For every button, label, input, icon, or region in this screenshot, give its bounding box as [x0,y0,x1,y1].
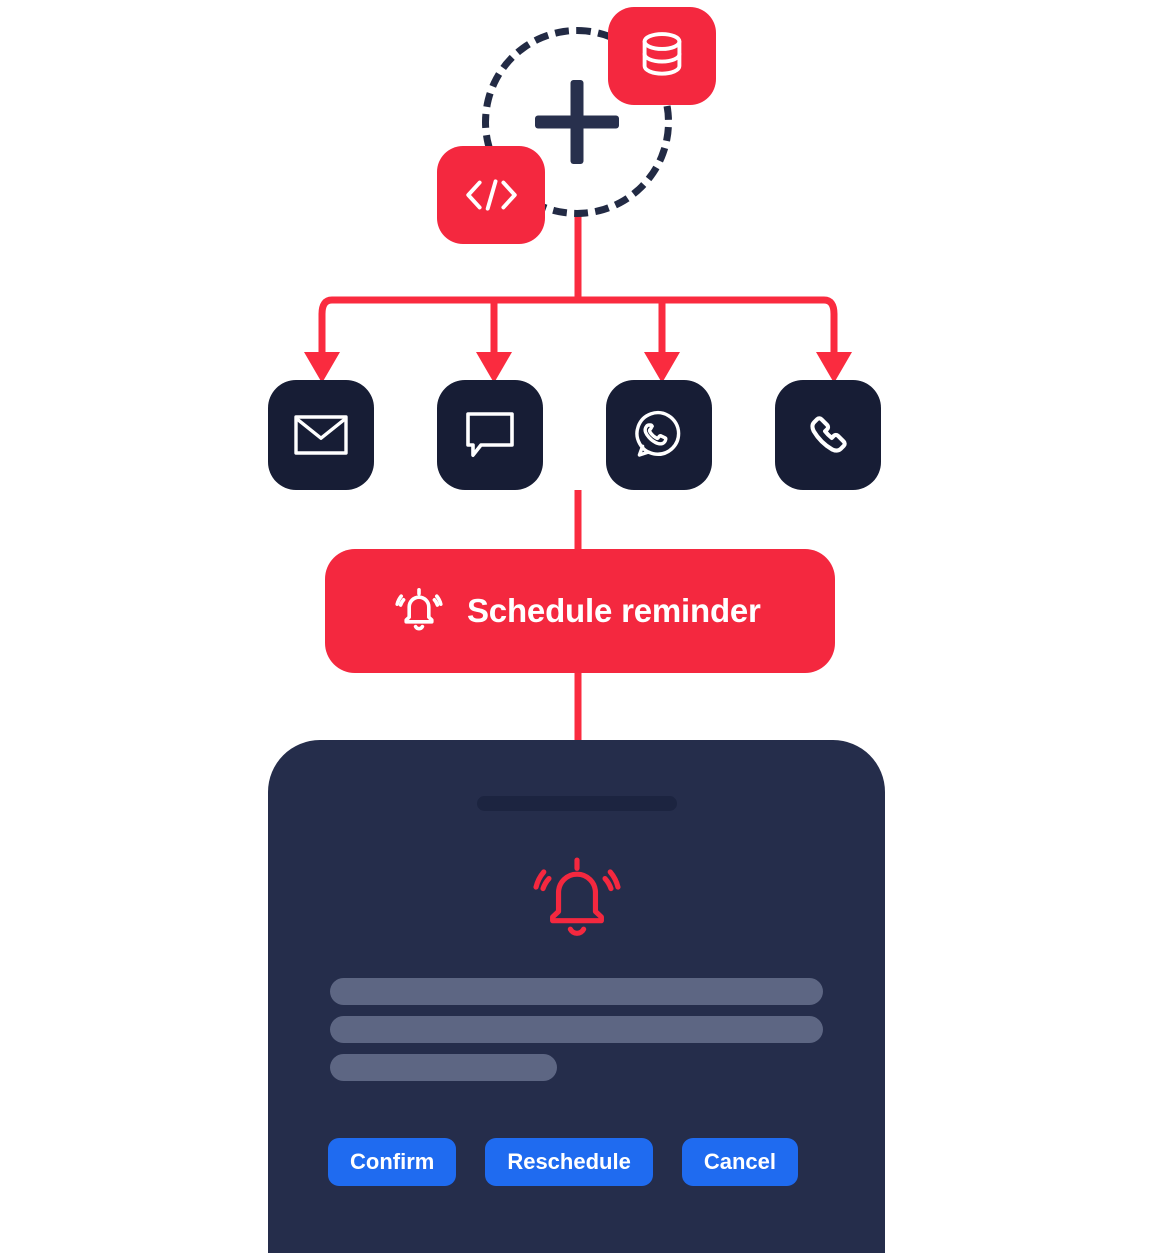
ringing-bell-icon [395,588,443,631]
channel-tile-email[interactable] [268,380,374,490]
code-badge[interactable] [437,146,545,244]
plus-icon [535,80,619,164]
schedule-reminder-banner[interactable]: Schedule reminder [325,549,835,673]
confirm-button[interactable]: Confirm [328,1138,457,1186]
skeleton-line [330,1054,557,1081]
skeleton-line [330,1016,823,1043]
phone-speaker [476,796,677,811]
skeleton-line [330,978,823,1005]
phone-action-buttons: Confirm Reschedule Cancel [328,1138,798,1186]
notification-skeleton [330,978,823,1081]
chat-bubble-icon [466,412,514,457]
reschedule-button[interactable]: Reschedule [485,1138,653,1186]
channel-tile-whatsapp[interactable] [606,380,712,490]
phone-handset-icon [810,416,847,453]
database-icon [642,32,682,76]
phone-mockup: Confirm Reschedule Cancel [268,740,885,1253]
schedule-reminder-label: Schedule reminder [467,592,761,629]
phone-ringing-bell-icon [532,857,621,936]
whatsapp-icon [635,411,681,457]
cancel-button[interactable]: Cancel [681,1138,798,1186]
database-badge[interactable] [608,7,716,105]
code-icon [466,179,517,211]
channel-tile-voice[interactable] [775,380,881,490]
envelope-icon [294,415,348,455]
channel-tile-chat[interactable] [437,380,543,490]
